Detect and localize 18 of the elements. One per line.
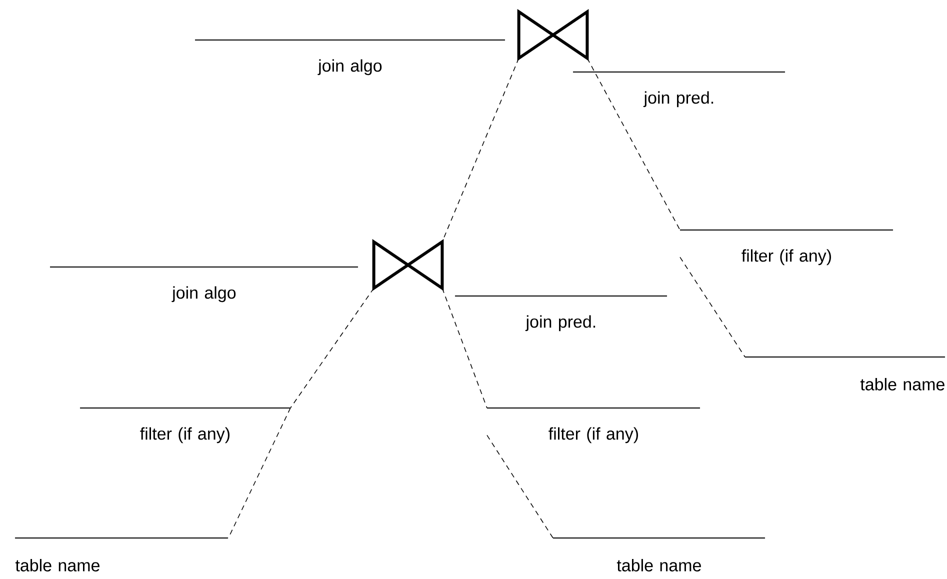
dashed-connector [680, 256, 746, 358]
fill-in-line: filter (if any) [680, 230, 894, 266]
join-symbol [517, 8, 589, 62]
fill-in-line: table name [14, 538, 228, 572]
fill-in-line: table name [744, 356, 946, 390]
join-symbol [372, 238, 444, 292]
fill-in-line: filter (if any) [80, 408, 290, 444]
dashed-connector [442, 58, 520, 242]
fill-in-line: join algo [50, 266, 358, 302]
fill-in-line: join pred. [572, 72, 786, 108]
dashed-connector [586, 58, 680, 230]
dashed-connector [290, 288, 374, 408]
fill-in-line: join pred. [454, 296, 668, 332]
fill-in-line: table name [552, 538, 766, 572]
fill-in-line: join algo [194, 40, 506, 76]
fill-in-line: filter (if any) [486, 408, 700, 444]
dashed-connector [486, 434, 554, 538]
dashed-connector [442, 288, 488, 408]
